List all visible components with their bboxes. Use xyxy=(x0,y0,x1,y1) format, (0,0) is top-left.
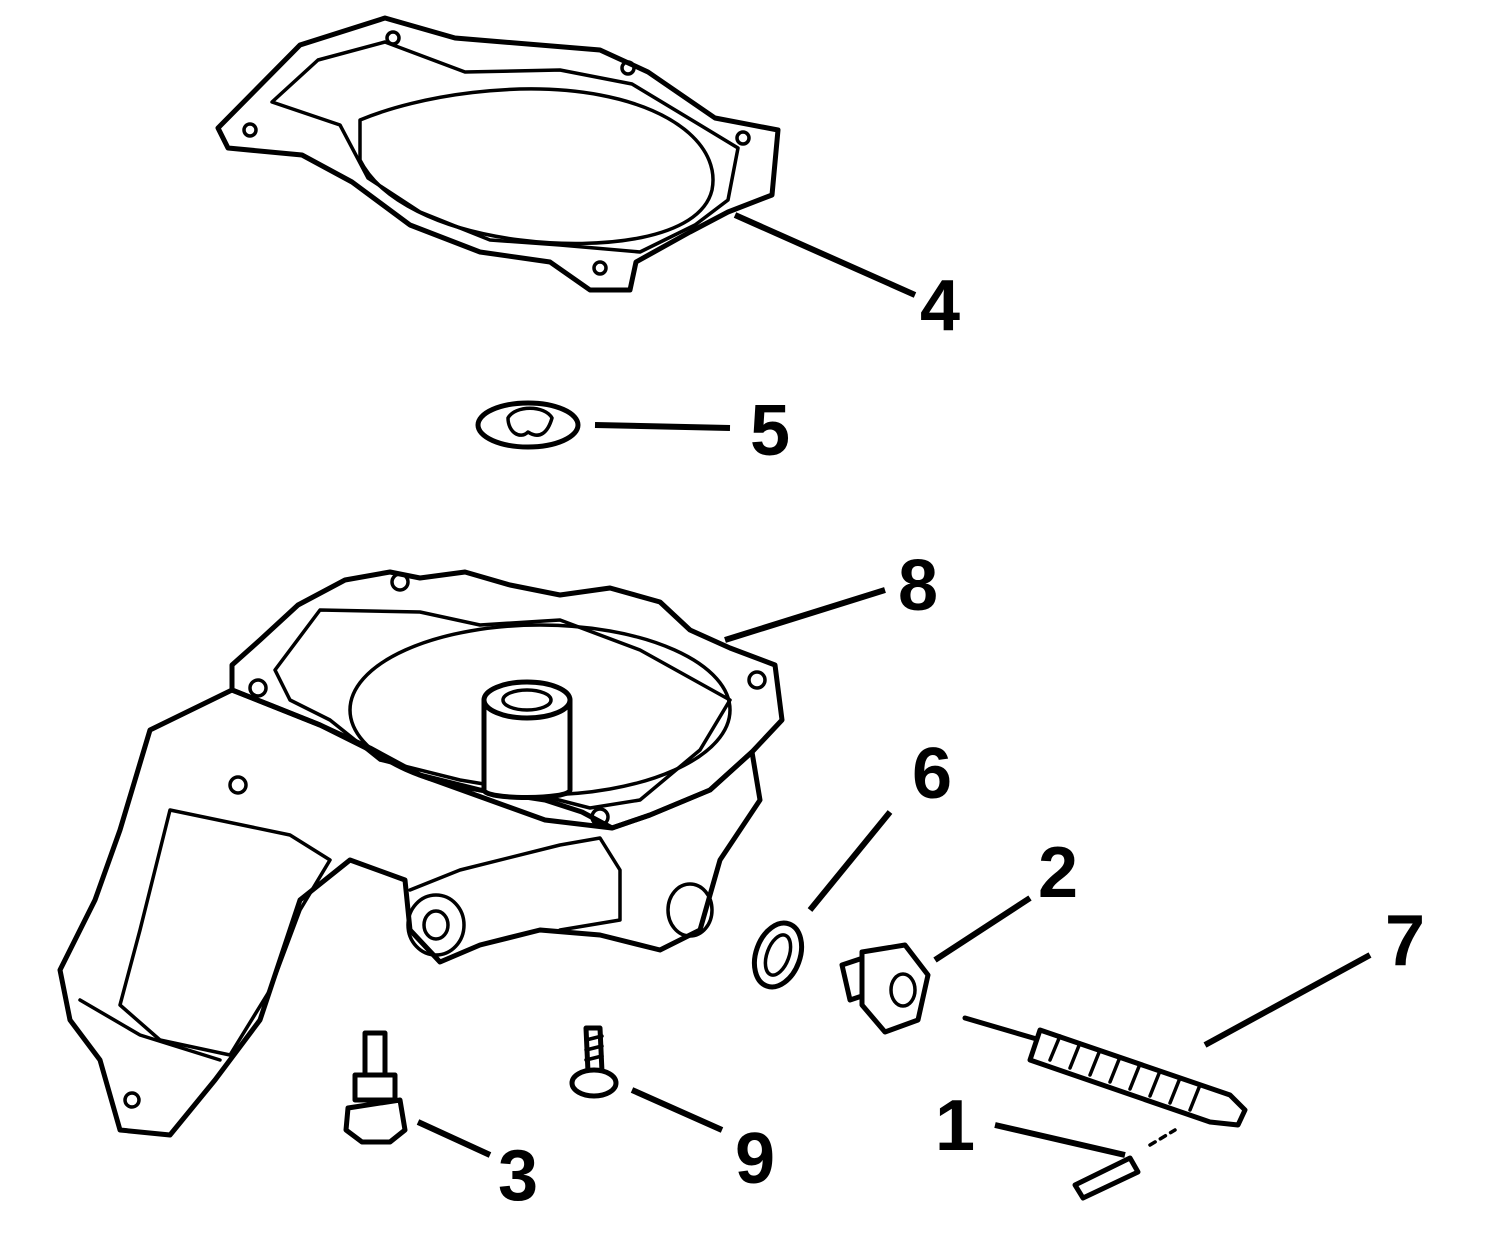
callout-8: 8 xyxy=(898,546,938,626)
leader-6 xyxy=(807,810,893,912)
part-6-washer xyxy=(751,920,805,990)
callout-7: 7 xyxy=(1385,901,1425,981)
leader-lines xyxy=(416,212,1372,1158)
leader-3 xyxy=(416,1119,492,1158)
leader-2 xyxy=(933,895,1032,963)
leader-5 xyxy=(594,422,731,431)
callout-5: 5 xyxy=(750,391,790,471)
leader-9 xyxy=(630,1087,724,1133)
part-8-housing xyxy=(57,569,785,1138)
leader-1 xyxy=(994,1122,1126,1158)
part-5-clip xyxy=(475,400,581,450)
callout-labels: 4 5 8 6 2 7 1 3 9 xyxy=(498,266,1425,1216)
callout-6: 6 xyxy=(912,734,952,814)
leader-8 xyxy=(724,587,886,643)
callout-1: 1 xyxy=(935,1086,975,1166)
leader-4 xyxy=(733,212,917,298)
leader-7 xyxy=(1203,952,1372,1048)
part-4-gasket xyxy=(215,15,781,293)
part-2-plug xyxy=(839,942,931,1035)
callout-2: 2 xyxy=(1038,833,1078,913)
callout-4: 4 xyxy=(920,266,960,346)
callout-9: 9 xyxy=(735,1119,775,1199)
part-1-pin xyxy=(1072,1128,1177,1201)
part-9-screw xyxy=(569,1025,619,1099)
part-3-stud xyxy=(343,1030,408,1145)
part-7-needle xyxy=(962,1015,1248,1128)
callout-3: 3 xyxy=(498,1136,538,1216)
